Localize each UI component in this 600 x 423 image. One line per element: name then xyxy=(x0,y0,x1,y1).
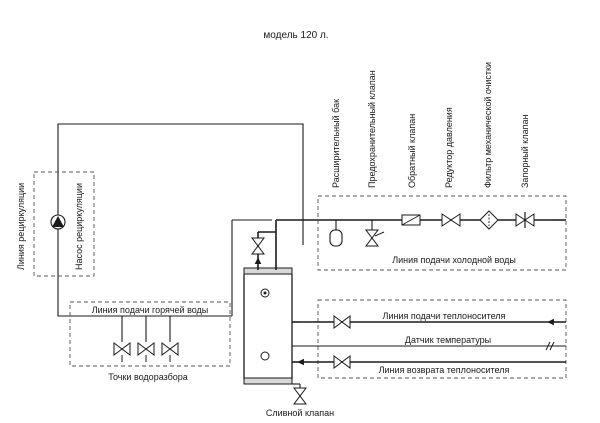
label-shutoff-valve: Запорный клапан xyxy=(520,115,530,188)
label-pressure-reducer: Редуктор давления xyxy=(444,107,454,188)
safety-valve-icon xyxy=(365,220,385,247)
recirculation-pump-icon xyxy=(50,214,66,230)
shutoff-valve-icon xyxy=(515,212,535,228)
expansion-tank-icon xyxy=(329,220,343,247)
pressure-reducer-icon xyxy=(441,213,461,227)
label-safety-valve: Предохранительный клапан xyxy=(367,70,377,188)
label-expansion-tank: Расширительный бак xyxy=(331,99,341,188)
hot-water-line-label: Линия подачи горячей воды xyxy=(92,305,209,315)
filter-icon xyxy=(479,210,499,230)
check-valve-icon xyxy=(401,214,421,226)
break-mark-icon xyxy=(545,341,555,351)
tap-3-icon xyxy=(161,342,179,362)
label-filter: Фильтр механической очистки xyxy=(483,62,493,188)
drain-valve-icon xyxy=(293,387,307,405)
recirculation-line-label: Линия рециркуляции xyxy=(16,183,26,270)
drain-valve-label: Сливной клапан xyxy=(266,408,334,418)
heat-supply-valve-icon xyxy=(333,315,351,329)
heat-return-line-label: Линия возврата теплоносителя xyxy=(379,365,510,375)
label-check-valve: Обратный клапан xyxy=(407,114,417,188)
water-point-taps xyxy=(113,316,179,362)
recirculation-pump-label: Насос рециркуляции xyxy=(74,183,84,270)
water-heater-tank xyxy=(243,267,293,385)
water-points-label: Точки водоразбора xyxy=(108,372,188,382)
hot-water-box xyxy=(69,301,231,367)
heat-supply-line-label: Линия подачи теплоносителя xyxy=(383,311,506,321)
tap-1-icon xyxy=(113,342,131,362)
hot-outlet-valve-icon xyxy=(251,237,265,255)
recirculation-box xyxy=(33,171,95,277)
cold-water-line-label: Линия подачи холодной воды xyxy=(392,255,516,265)
heat-return-valve-icon xyxy=(333,355,351,369)
title: модель 120 л. xyxy=(263,30,328,41)
heat-carrier-box xyxy=(317,299,567,379)
tap-2-icon xyxy=(137,342,155,362)
temperature-sensor-label: Датчик температуры xyxy=(405,335,491,345)
